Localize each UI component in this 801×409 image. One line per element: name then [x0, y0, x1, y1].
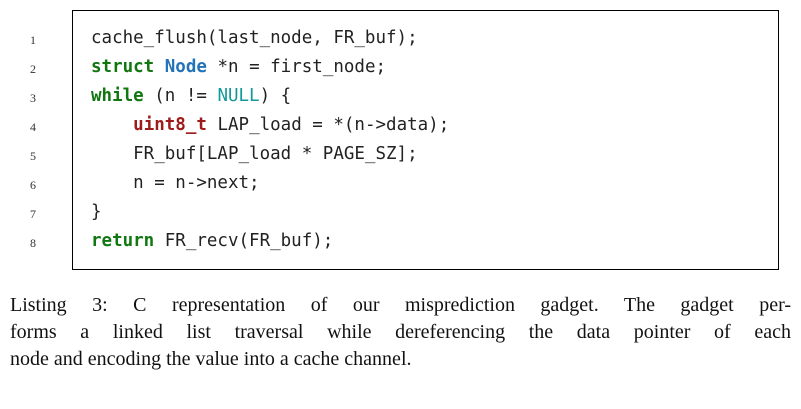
- caption-line: Listing 3: C representation of our mispr…: [10, 294, 791, 316]
- code-line: uint8_t LAP_load = *(n->data);: [91, 111, 762, 140]
- code-token-plain: *n = first_node;: [206, 57, 387, 77]
- code-line: return FR_recv(FR_buf);: [91, 227, 762, 256]
- line-number: 1: [30, 33, 36, 47]
- code-token-classname: Node: [164, 57, 207, 77]
- code-line: while (n != NULL) {: [91, 82, 762, 111]
- code-token-plain: cache_flush(last_node, FR_buf);: [91, 28, 418, 48]
- code-token-plain: [154, 57, 165, 77]
- code-token-plain: }: [91, 202, 102, 222]
- line-number-column: 1 2 3 4 5 6 7 8: [10, 10, 36, 258]
- code-token-plain: (n !=: [143, 86, 218, 106]
- code-line: struct Node *n = first_node;: [91, 53, 762, 82]
- paper-page: 1 2 3 4 5 6 7 8 cache_flush(last_node, FR_buf);…: [10, 10, 791, 373]
- code-line: FR_buf[LAP_load * PAGE_SZ];: [91, 140, 762, 169]
- code-token-plain: FR_recv(FR_buf);: [154, 231, 334, 251]
- code-token-keyword: return: [91, 231, 155, 251]
- code-listing-figure: 1 2 3 4 5 6 7 8 cache_flush(last_node, FR_buf);…: [10, 10, 791, 373]
- line-number: 2: [30, 62, 36, 76]
- code-token-keyword: while: [91, 86, 144, 106]
- code-token-plain: n = n->next;: [91, 173, 260, 193]
- code-line: }: [91, 198, 762, 227]
- line-number: 5: [30, 149, 36, 163]
- line-number: 6: [30, 178, 36, 192]
- code-token-keyword: struct: [91, 57, 155, 77]
- code-area: 1 2 3 4 5 6 7 8 cache_flush(last_node, FR_buf);…: [10, 10, 791, 270]
- code-token-plain: [91, 115, 133, 135]
- caption-line: forms a linked list traversal while dere…: [10, 321, 791, 343]
- code-line: cache_flush(last_node, FR_buf);: [91, 24, 762, 53]
- code-token-plain: LAP_load = *(n->data);: [206, 115, 450, 135]
- line-number: 4: [30, 120, 36, 134]
- listing-caption: Listing 3: C representation of our mispr…: [10, 292, 791, 373]
- line-number: 8: [30, 236, 36, 250]
- code-token-plain: FR_buf[LAP_load * PAGE_SZ];: [91, 144, 418, 164]
- code-token-constant: NULL: [217, 86, 260, 106]
- caption-line: node and encoding the value into a cache…: [10, 348, 412, 370]
- code-token-basictype: uint8_t: [133, 115, 207, 135]
- code-box: cache_flush(last_node, FR_buf);struct No…: [72, 10, 779, 270]
- line-number: 7: [30, 207, 36, 221]
- code-line: n = n->next;: [91, 169, 762, 198]
- code-token-plain: ) {: [259, 86, 292, 106]
- line-number: 3: [30, 91, 36, 105]
